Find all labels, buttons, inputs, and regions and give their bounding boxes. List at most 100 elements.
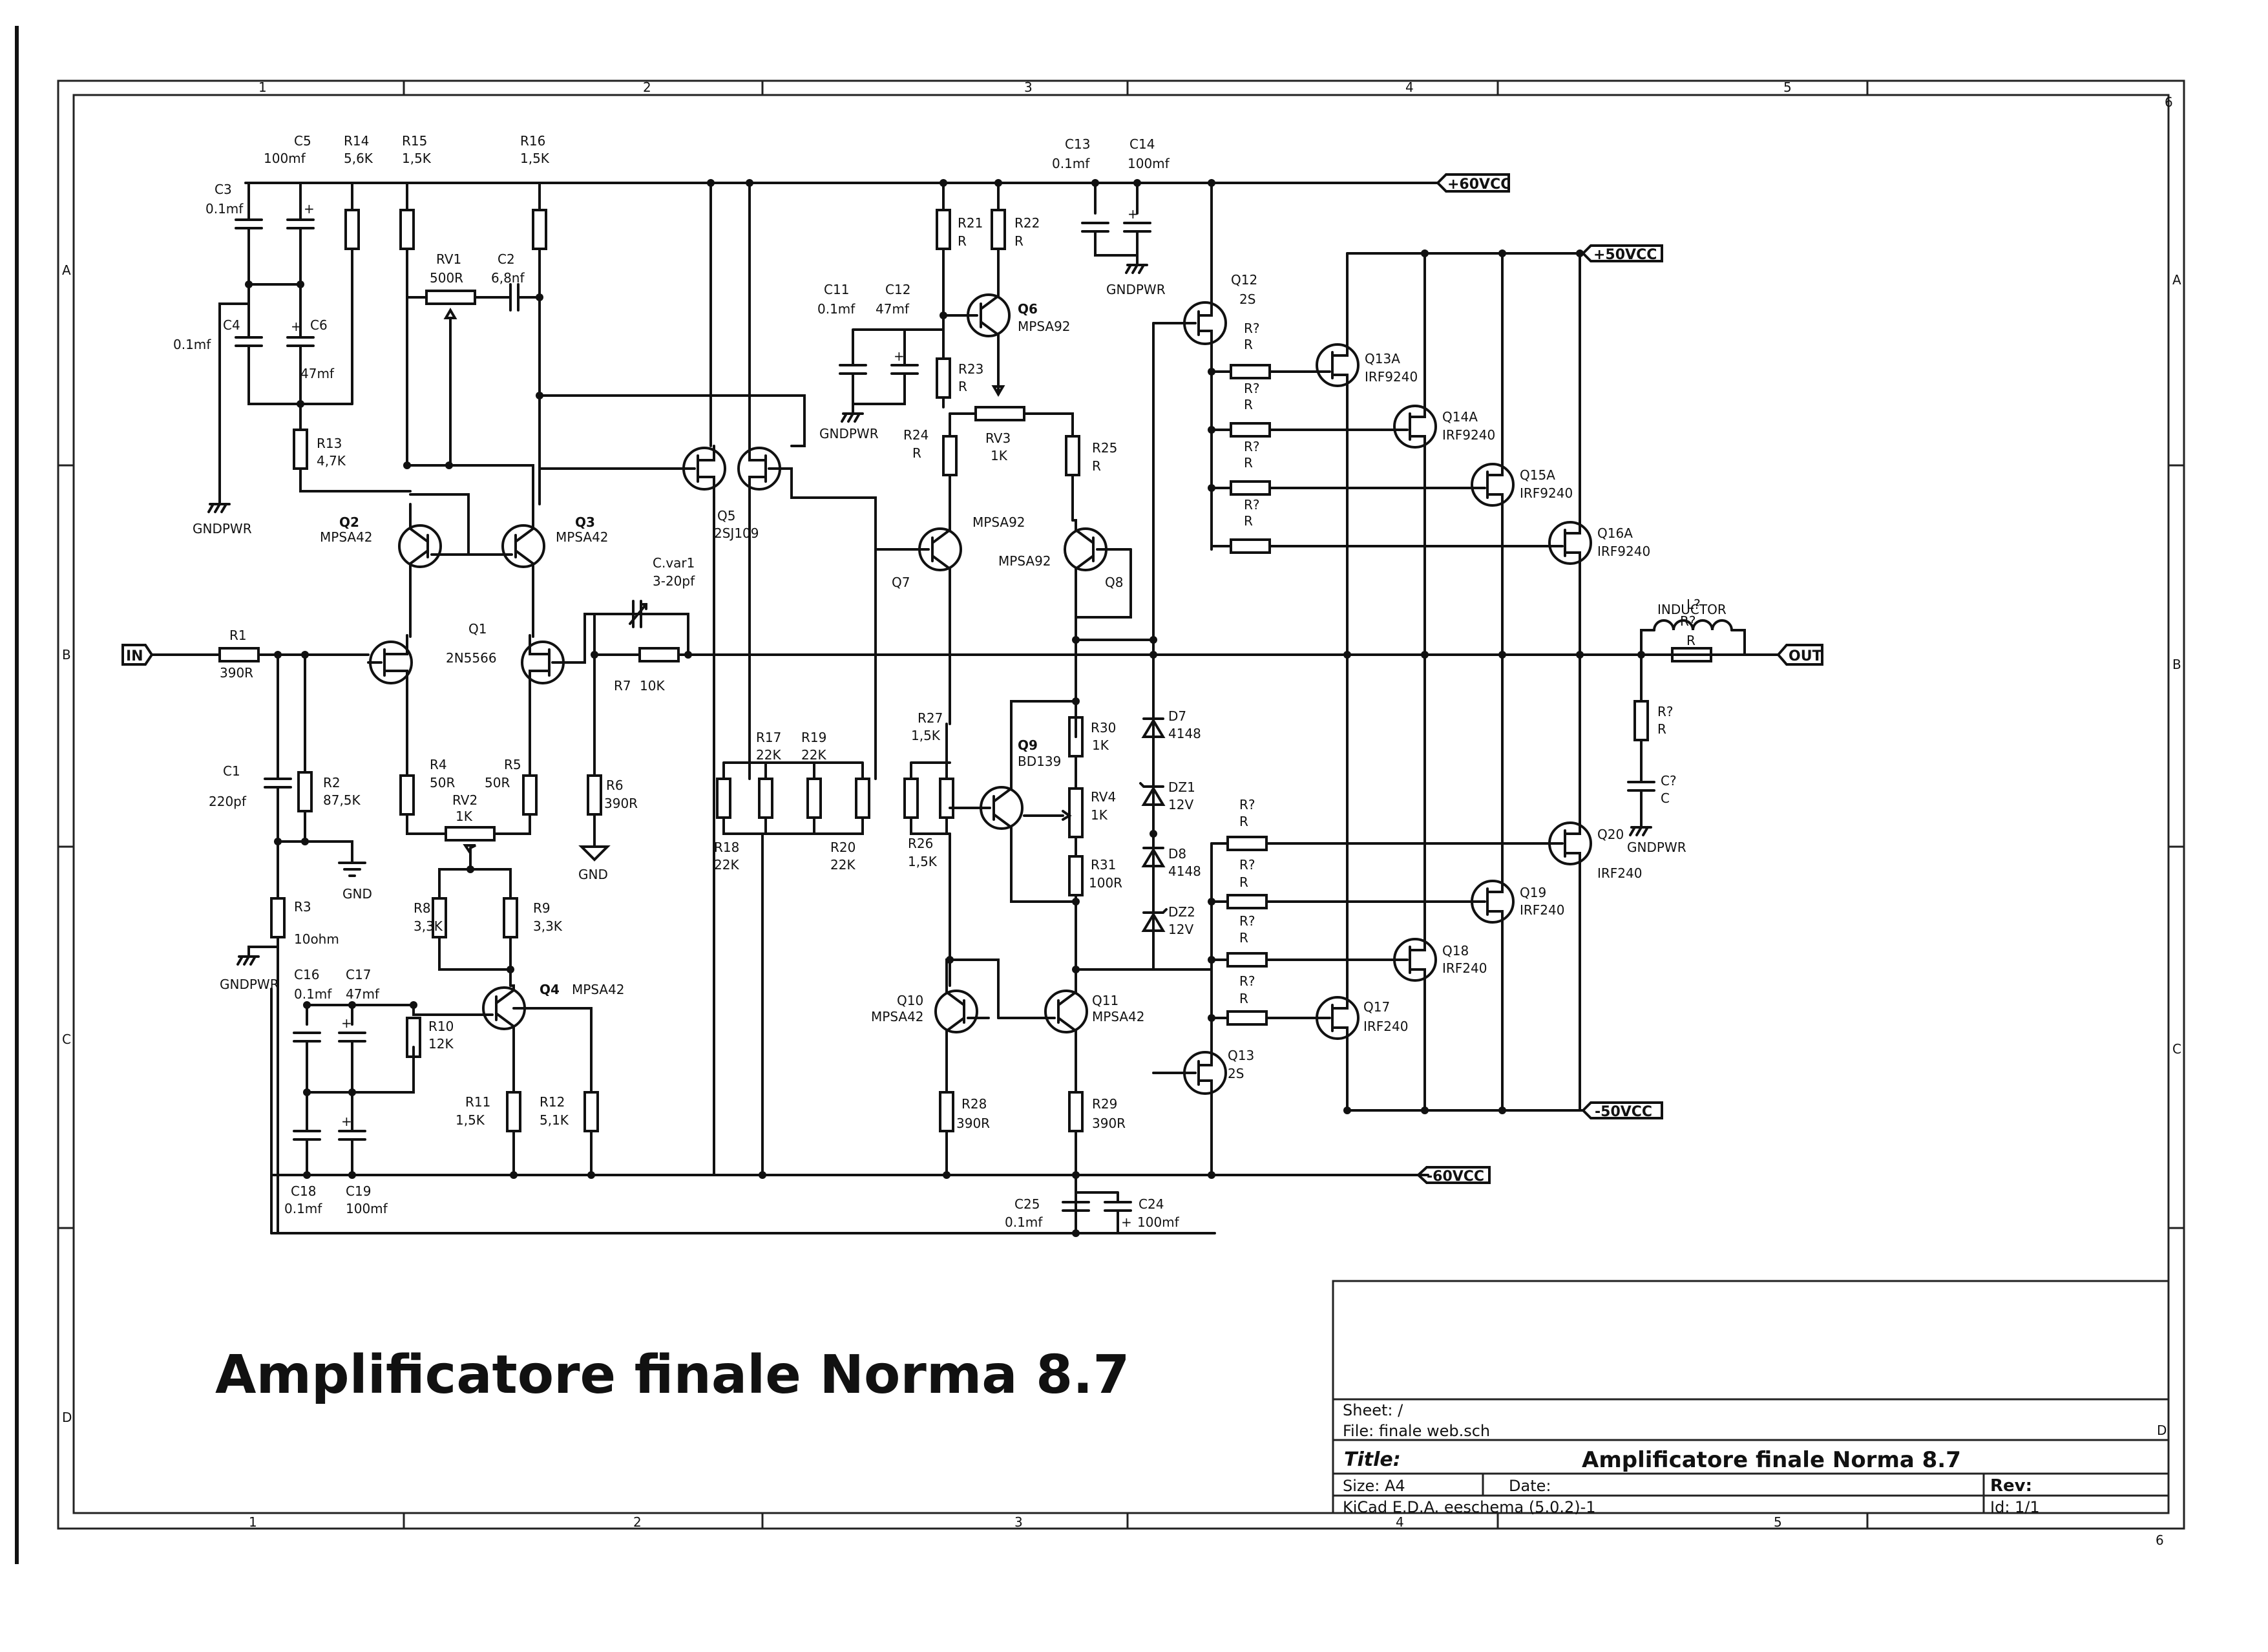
q20: Q20 IRF240	[1533, 807, 1642, 1112]
q5-pfets: Q5 2SJ109 R17 22K R19 22K R18 22K R20 22…	[538, 179, 877, 1179]
svg-text:INDUCTOR: INDUCTOR	[1657, 602, 1727, 617]
row-label: B	[62, 647, 71, 662]
svg-text:R: R	[1239, 874, 1248, 890]
svg-text:12K: 12K	[428, 1036, 454, 1052]
svg-text:R: R	[1657, 721, 1666, 737]
svg-text:2SJ109: 2SJ109	[714, 525, 759, 541]
bias-network: + + C5 100mf C3 0.1mf C4 0.1mf C6 47mf G…	[173, 133, 806, 536]
q13a: Q13A IRF9240	[1304, 252, 1418, 408]
svg-text:R?: R?	[1244, 439, 1260, 454]
svg-text:GND: GND	[578, 867, 608, 882]
svg-text:DZ2: DZ2	[1168, 904, 1195, 920]
svg-text:R19: R19	[801, 730, 826, 745]
row-label: B	[2172, 657, 2181, 672]
col-label: 6	[2156, 1532, 2164, 1548]
svg-text:22K: 22K	[830, 857, 856, 873]
svg-text:C13: C13	[1065, 136, 1090, 152]
svg-text:390R: 390R	[956, 1116, 990, 1131]
svg-text:R23: R23	[958, 361, 983, 377]
svg-text:Q19: Q19	[1520, 885, 1546, 900]
row-label: A	[2172, 272, 2181, 288]
svg-text:GND: GND	[342, 886, 372, 902]
svg-text:D8: D8	[1168, 846, 1186, 862]
svg-text:3-20pf: 3-20pf	[653, 573, 695, 589]
svg-text:+: +	[1121, 1214, 1132, 1230]
svg-text:R30: R30	[1091, 720, 1116, 736]
svg-text:Q16A: Q16A	[1597, 525, 1633, 541]
svg-text:22K: 22K	[756, 747, 781, 763]
drawing-frame: 1 2 3 4 5 6 1 2 3 4 5 6 A B C D A B C D	[57, 79, 2185, 1548]
svg-text:1K: 1K	[1092, 737, 1109, 753]
current-source: Q4 MPSA42 + C16 0.1mf C17 47mf R10 12K +…	[284, 967, 625, 1216]
q14a: Q14A IRF9240	[1381, 252, 1495, 467]
svg-text:R25: R25	[1092, 440, 1117, 456]
diff-stage: Q1 2N5566 Q2 MPSA42 Q3 MPSA42 R4 50R R5 …	[320, 493, 689, 987]
svg-text:MPSA92: MPSA92	[972, 514, 1025, 530]
svg-text:C12: C12	[885, 282, 910, 297]
svg-text:R: R	[1239, 991, 1248, 1006]
title-label: Title:	[1344, 1448, 1401, 1471]
svg-text:IRF240: IRF240	[1442, 960, 1487, 976]
svg-text:390R: 390R	[1092, 1116, 1126, 1131]
svg-text:Q17: Q17	[1363, 999, 1390, 1015]
svg-text:R: R	[1244, 397, 1253, 412]
svg-text:2N5566: 2N5566	[446, 650, 497, 666]
svg-text:100R: 100R	[1089, 875, 1122, 891]
svg-text:R22: R22	[1014, 215, 1040, 231]
svg-text:C2: C2	[498, 251, 515, 267]
port-m50: -50VCC	[1581, 1101, 1663, 1120]
svg-text:IRF9240: IRF9240	[1442, 427, 1495, 443]
svg-text:R15: R15	[402, 133, 427, 149]
svg-text:MPSA42: MPSA42	[1092, 1009, 1145, 1024]
svg-text:390R: 390R	[604, 796, 638, 811]
col-label: 3	[1024, 79, 1033, 95]
col-label: 1	[258, 79, 267, 95]
svg-text:RV4: RV4	[1091, 789, 1116, 805]
svg-text:R1: R1	[229, 628, 247, 643]
drivers: Q12 2S Q13 2S R? R R? R R? R R? R R? R R…	[1183, 179, 1539, 1179]
svg-text:R2: R2	[323, 775, 341, 790]
col-label: 3	[1014, 1514, 1023, 1530]
svg-text:C.var1: C.var1	[653, 555, 695, 571]
svg-text:50R: 50R	[485, 775, 510, 790]
row-label: C	[2172, 1041, 2181, 1057]
svg-text:GNDPWR: GNDPWR	[220, 977, 279, 992]
rev-text: Rev:	[1990, 1476, 2032, 1496]
port-p50: +50VCC	[1581, 244, 1663, 263]
svg-text:R28: R28	[961, 1096, 987, 1112]
bias-diodes: D7 4148 DZ1 12V D8 4148 DZ2 12V	[1139, 322, 1201, 1074]
sheet-text: Sheet: /	[1343, 1401, 1403, 1419]
svg-text:12V: 12V	[1168, 797, 1193, 812]
svg-text:R?: R?	[1239, 857, 1255, 873]
svg-text:R26: R26	[908, 836, 933, 851]
svg-text:1K: 1K	[1091, 807, 1108, 823]
q18: Q18 IRF240	[1378, 923, 1487, 1112]
svg-text:390R: 390R	[220, 665, 253, 681]
svg-text:Q7: Q7	[892, 575, 910, 590]
svg-text:Q20: Q20	[1597, 827, 1624, 842]
svg-text:R24: R24	[903, 427, 929, 443]
svg-text:R17: R17	[756, 730, 781, 745]
svg-text:R: R	[1244, 455, 1253, 471]
vas-stage: + GNDPWR C11 0.1mf C12 47mf R21 R R22 R …	[817, 136, 1213, 1237]
svg-text:0.1mf: 0.1mf	[817, 301, 856, 317]
port-m60: -60VCC	[1416, 1166, 1491, 1185]
svg-text:+: +	[1128, 206, 1139, 222]
svg-text:2S: 2S	[1228, 1066, 1244, 1081]
svg-text:R14: R14	[344, 133, 369, 149]
svg-text:BD139: BD139	[1018, 754, 1061, 769]
svg-text:4148: 4148	[1168, 863, 1201, 879]
row-label: C	[62, 1032, 71, 1047]
svg-text:R20: R20	[830, 840, 856, 855]
row-label: A	[62, 262, 71, 278]
svg-text:Q1: Q1	[468, 621, 487, 637]
svg-text:100mf: 100mf	[1137, 1214, 1180, 1230]
svg-text:C25: C25	[1014, 1196, 1040, 1212]
svg-text:R?: R?	[1239, 973, 1255, 989]
svg-text:C16: C16	[294, 967, 319, 982]
svg-text:Q6: Q6	[1018, 301, 1038, 317]
page-title: Amplificatore finale Norma 8.7	[215, 1344, 1129, 1406]
q16a: Q16A IRF9240	[1537, 252, 1650, 583]
id-text: Id: 1/1	[1990, 1498, 2040, 1516]
